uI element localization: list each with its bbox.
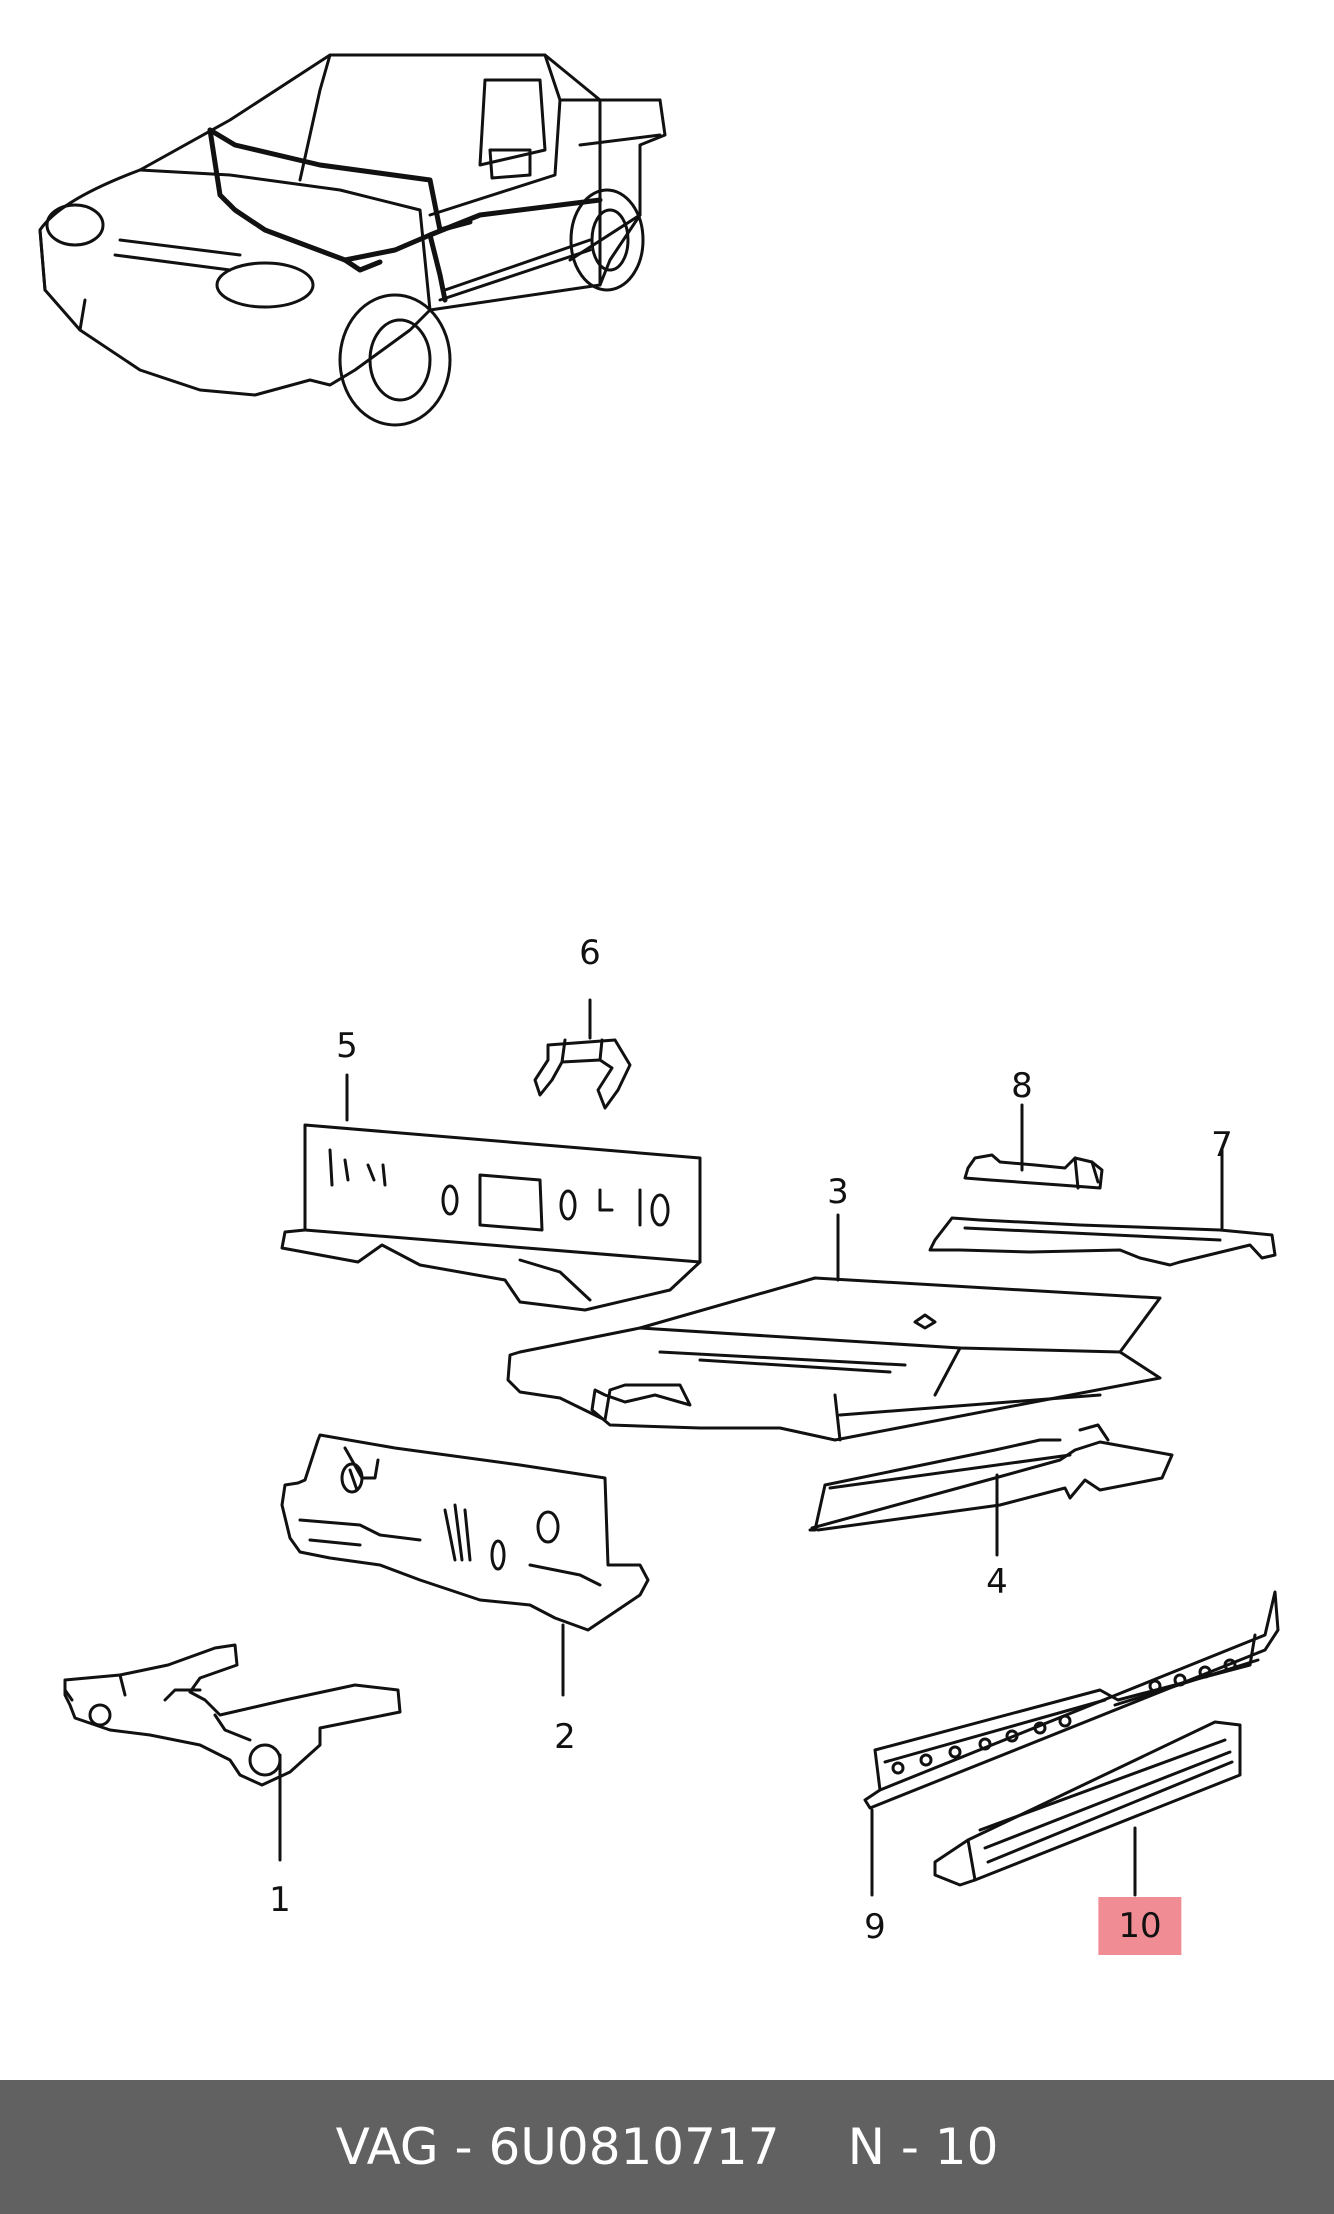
vehicle-illustration [38, 53, 667, 427]
part-3-floor [506, 1213, 1162, 1442]
part-number-label: VAG - 6U0810717 [335, 2118, 780, 2176]
callout-4: 4 [986, 1562, 1008, 1602]
callout-3: 3 [827, 1172, 849, 1212]
callout-2: 2 [554, 1717, 576, 1757]
footer-bar: VAG - 6U0810717 N - 10 [0, 2080, 1334, 2214]
callout-8: 8 [1011, 1066, 1033, 1106]
part-5-panel [280, 1073, 702, 1312]
part-9-reinforcement [863, 1590, 1280, 1897]
part-2-crossmember [280, 1433, 650, 1697]
callout-7: 7 [1211, 1125, 1233, 1165]
part-10-sill-panel [933, 1720, 1242, 1897]
callout-1: 1 [269, 1880, 291, 1920]
callout-10-highlighted: 10 [1098, 1897, 1182, 1955]
callout-5: 5 [336, 1026, 358, 1066]
parts-diagram [38, 53, 1280, 1897]
part-6-bracket [533, 998, 632, 1110]
part-4-sill [808, 1423, 1174, 1557]
part-1-subframe [63, 1643, 402, 1862]
diagram-reference-label: N - 10 [847, 2118, 999, 2176]
callout-6: 6 [579, 933, 601, 973]
callout-9: 9 [864, 1907, 886, 1947]
part-8-bracket [963, 1103, 1104, 1190]
part-7-rail [928, 1148, 1277, 1267]
